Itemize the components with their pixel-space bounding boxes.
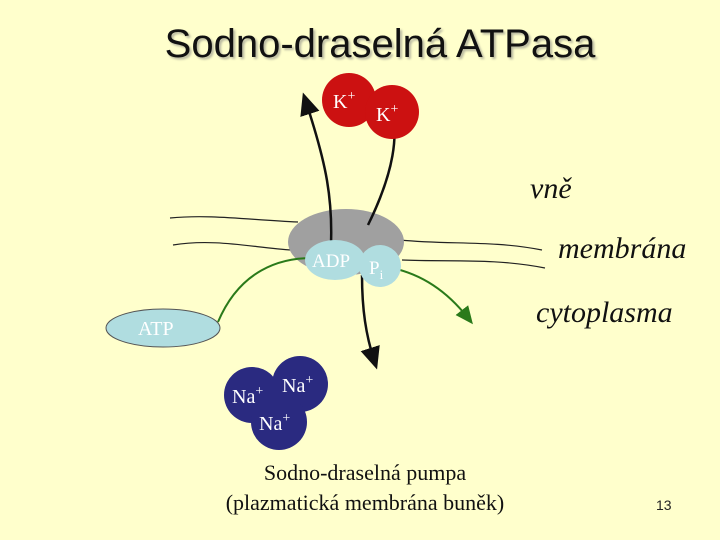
adp-label: ADP [312,251,350,272]
phosphate-molecule [359,245,401,287]
caption-line-2: (plazmatická membrána buněk) [225,490,505,515]
adp-molecule [305,240,365,280]
k-ion [322,73,376,127]
na-arrow [360,274,380,370]
pi-arrow [391,267,473,325]
slide-title: Sodno-draselná ATPasa [164,22,596,66]
outside-label: vně [530,172,572,205]
na-ion-label: Na+ [259,411,290,435]
caption: Sodno-draselná pumpa (plazmatická membrá… [180,458,550,518]
k-ion [365,85,419,139]
page-number: 13 [656,497,672,513]
atp-label: ATP [138,318,174,340]
membrane-label: membrána [558,232,687,265]
na-ion [251,394,307,450]
membrane-lines [169,216,546,269]
atp-molecule [105,308,221,348]
caption-line-1: Sodno-draselná pumpa [263,460,467,485]
cytoplasm-label: cytoplasma [536,296,673,329]
atp-arrow [217,257,313,323]
